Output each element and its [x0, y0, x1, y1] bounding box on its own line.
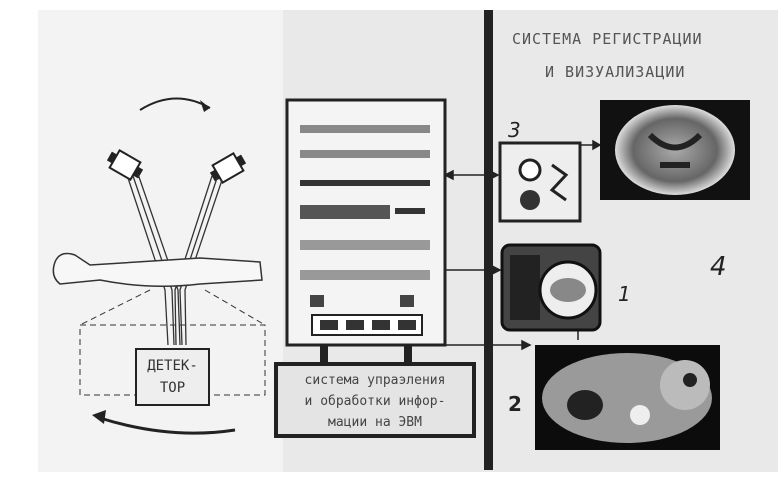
xray-beams — [127, 173, 223, 346]
arrowhead-icon — [200, 100, 210, 112]
xray-source-left — [106, 148, 144, 182]
detector-box: ДЕТЕК- ТОР — [135, 348, 210, 406]
connection-arrows — [443, 139, 602, 351]
label-3: 3 — [508, 118, 521, 142]
rotation-arrow-bottom — [99, 416, 236, 435]
gantry-dashed-frame — [79, 324, 266, 396]
computer-tower — [285, 98, 447, 363]
control-box-line2: и обработки инфор- — [304, 394, 446, 409]
detector-line1: ДЕТЕК- — [147, 358, 198, 374]
detector-line2: ТОР — [159, 380, 186, 396]
display-monitor-1 — [500, 243, 602, 332]
control-box-line3: мации на ЭВМ — [328, 415, 422, 430]
label-2: 2 — [508, 392, 522, 416]
recording-device-3 — [498, 141, 582, 223]
system-divider-bar — [484, 10, 493, 470]
control-box-line1: система упраэления — [304, 373, 446, 388]
patient-figure — [52, 252, 263, 287]
label-1: 1 — [618, 282, 631, 306]
control-processing-box: система упраэления и обработки инфор- ма… — [274, 362, 476, 438]
arrowhead-icon — [92, 410, 106, 424]
label-4: 4 — [710, 252, 727, 282]
header-line2: И ВИЗУАЛИЗАЦИИ — [545, 63, 686, 81]
header-line1: СИСТЕМА РЕГИСТРАЦИИ — [512, 30, 703, 48]
xray-source-right — [209, 151, 247, 185]
